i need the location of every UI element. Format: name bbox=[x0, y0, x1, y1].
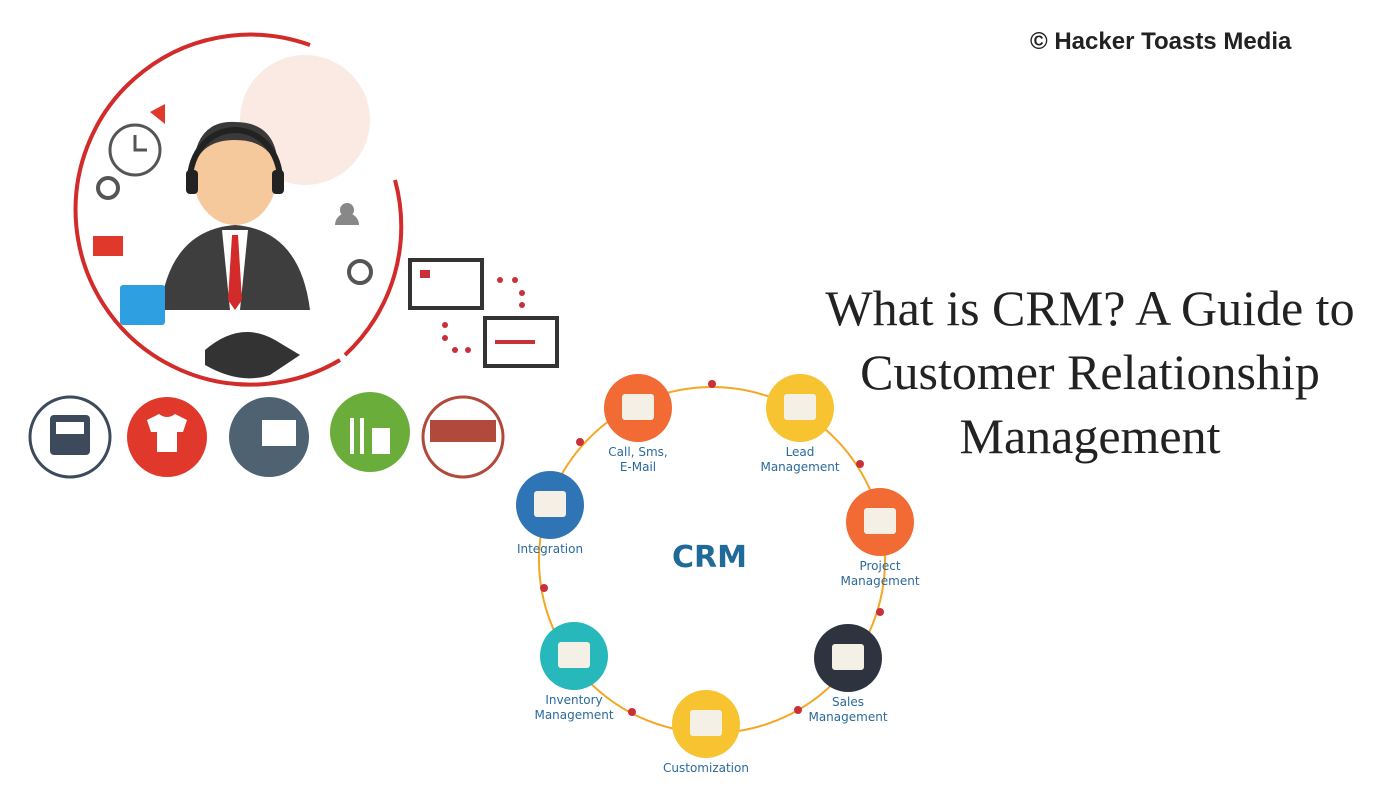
mail-icon bbox=[93, 236, 123, 256]
arrow-icon bbox=[876, 608, 884, 616]
handshake-icon bbox=[205, 332, 300, 379]
crm-node-label: Customization bbox=[641, 761, 771, 776]
customer-service-illustration bbox=[73, 32, 559, 387]
monitor-icon bbox=[408, 258, 484, 310]
clipboard-icon bbox=[558, 642, 590, 668]
user-chat-icon bbox=[335, 203, 359, 225]
arrow-icon bbox=[540, 584, 548, 592]
presentation-icon bbox=[784, 394, 816, 420]
crm-node-label: Integration bbox=[485, 542, 615, 557]
label-line: Lead bbox=[785, 445, 815, 459]
title-line: What is CRM? A Guide to bbox=[825, 280, 1355, 336]
label-line: Management bbox=[534, 708, 614, 722]
copyright-text: © Hacker Toasts Media bbox=[1030, 28, 1292, 55]
title-line: Customer Relationship bbox=[860, 344, 1320, 400]
monitor-dollar-icon bbox=[832, 644, 864, 670]
crm-node bbox=[846, 488, 914, 556]
label-line: Customization bbox=[663, 761, 749, 775]
arrow-icon bbox=[628, 708, 636, 716]
page-title: What is CRM? A Guide to Customer Relatio… bbox=[780, 276, 1400, 468]
gear-icon bbox=[347, 259, 373, 285]
crm-node-label: Call, Sms,E-Mail bbox=[573, 445, 703, 475]
food-icon bbox=[330, 392, 410, 472]
arrow-icon bbox=[856, 460, 864, 468]
label-line: Integration bbox=[516, 542, 584, 556]
puzzle-icon bbox=[534, 491, 566, 517]
arrow-icon bbox=[794, 706, 802, 714]
label-line: Management bbox=[808, 710, 888, 724]
chat-bubble-icon bbox=[120, 285, 165, 325]
label-line: Inventory bbox=[545, 693, 603, 707]
label-line: Management bbox=[840, 574, 920, 588]
title-line: Management bbox=[959, 408, 1221, 464]
crm-node bbox=[814, 624, 882, 692]
headset-icon bbox=[187, 127, 283, 181]
label-line: Project bbox=[859, 559, 901, 573]
crm-node bbox=[604, 374, 672, 442]
crm-node bbox=[540, 622, 608, 690]
crm-node bbox=[672, 690, 740, 758]
crm-center-label: CRM bbox=[672, 540, 747, 575]
label-line: Management bbox=[760, 460, 840, 474]
label-line: Sales bbox=[832, 695, 864, 709]
label-line: E-Mail bbox=[619, 460, 657, 474]
red-arc bbox=[73, 32, 342, 387]
tools-icon bbox=[690, 710, 722, 736]
industry-icons bbox=[28, 392, 505, 479]
gear-icon bbox=[96, 176, 120, 200]
crm-node bbox=[516, 471, 584, 539]
folders-icon bbox=[864, 508, 896, 534]
label-line: Call, Sms, bbox=[608, 445, 668, 459]
arrow-icon bbox=[576, 438, 584, 446]
crm-node bbox=[766, 374, 834, 442]
chat-icon bbox=[622, 394, 654, 420]
megaphone-icon bbox=[150, 104, 165, 124]
arrow-icon bbox=[708, 380, 716, 388]
